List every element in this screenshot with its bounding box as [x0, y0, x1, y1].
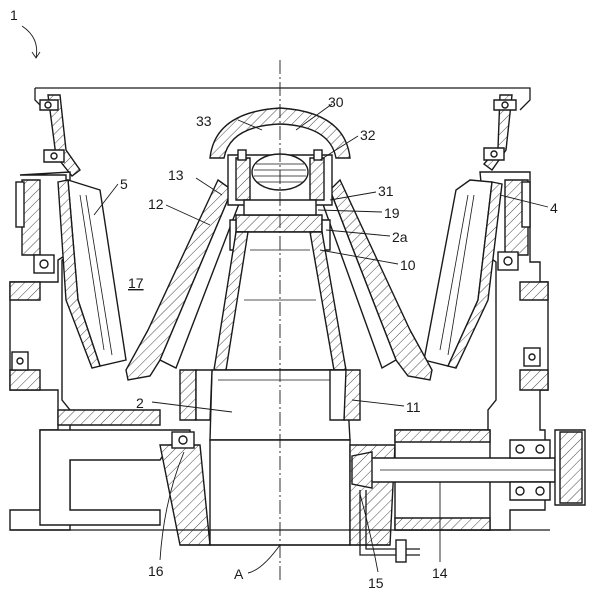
label-17: 17 [128, 275, 144, 291]
label-4: 4 [550, 200, 558, 216]
drive-shaft [351, 429, 586, 506]
label-32: 32 [360, 127, 376, 143]
label-15: 15 [368, 575, 384, 591]
label-19: 19 [384, 205, 400, 221]
label-12: 12 [148, 196, 164, 212]
reference-labels: 1 5 4 13 12 33 30 32 31 19 2a 10 17 2 11… [10, 7, 558, 591]
label-A: A [234, 566, 244, 582]
label-14: 14 [432, 565, 448, 581]
label-11: 11 [406, 399, 421, 415]
label-1: 1 [10, 7, 18, 23]
label-10: 10 [400, 257, 416, 273]
label-5: 5 [120, 176, 128, 192]
right-hopper-wall [482, 94, 517, 171]
label-13: 13 [168, 167, 184, 183]
label-2: 2 [136, 395, 144, 411]
label-2a: 2a [392, 229, 408, 245]
crushing-head [213, 214, 347, 371]
main-shaft [209, 369, 351, 546]
lubrication-pipe [359, 490, 420, 563]
right-concave-liner [423, 179, 503, 369]
eccentric-sleeve [179, 369, 361, 421]
label-31: 31 [378, 183, 394, 199]
label-33: 33 [196, 113, 212, 129]
left-hopper-wall [39, 94, 81, 177]
label-16: 16 [148, 563, 164, 579]
left-concave-liner [57, 179, 127, 369]
leader-lines [21, 25, 549, 574]
feed-hopper [34, 87, 531, 111]
label-30: 30 [328, 94, 344, 110]
seal-detail [171, 431, 195, 449]
